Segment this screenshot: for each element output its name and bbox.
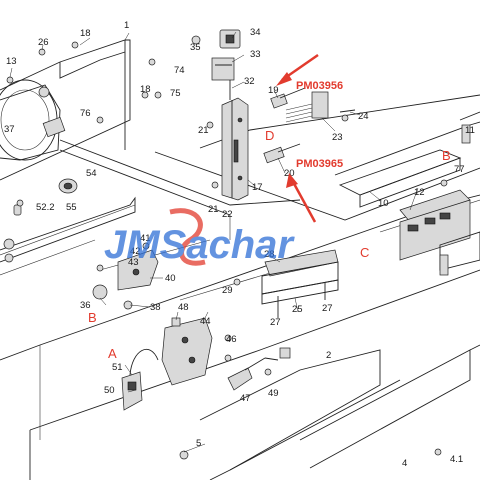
top-switch-parts: [191, 29, 241, 100]
part-label: 49: [268, 388, 279, 399]
part-label: 52.2: [36, 202, 55, 213]
callout-pm03956: PM03956: [296, 80, 343, 92]
part-label: 74: [174, 65, 185, 76]
part-label: 11: [465, 125, 475, 136]
part-label: 4.1: [450, 454, 463, 465]
part-label: 22: [222, 209, 233, 220]
part-label: 17: [252, 182, 263, 193]
part-label: 50: [104, 385, 115, 396]
bracket-44: [161, 317, 232, 386]
part-label: 21: [208, 204, 219, 215]
part-label: 10: [378, 198, 389, 209]
part-label: 44: [200, 316, 211, 327]
part-label: 1: [124, 20, 129, 31]
part-label: 38: [150, 302, 161, 313]
part-label: 36: [80, 300, 91, 311]
part-label: 40: [165, 273, 176, 284]
part-label: 41: [140, 233, 151, 244]
part-label: 24: [358, 111, 369, 122]
letter-d: D: [265, 128, 274, 143]
part-label: 42: [130, 246, 141, 257]
part-label: 47: [240, 393, 251, 404]
part-label: 23: [332, 132, 343, 143]
callout-arrows: [276, 53, 319, 223]
part-label: 27: [270, 317, 281, 328]
part-label: 13: [6, 56, 17, 67]
part-number-labels: 1 2 4 4.1 5 11 12 13 17 18 18 19 20 21 2…: [4, 20, 475, 469]
part-label: 2: [326, 350, 331, 361]
letter-a: A: [108, 346, 117, 361]
screws: [6, 41, 442, 460]
part-label: 32: [244, 76, 255, 87]
part-label: 33: [250, 49, 261, 60]
part-label: 5: [196, 438, 201, 449]
part-label: 27: [322, 303, 333, 314]
part-label: 55: [66, 202, 77, 213]
part-label: 29: [222, 285, 233, 296]
letter-b-right: B: [442, 148, 451, 163]
vertical-bracket: [221, 97, 249, 201]
part-label: 35: [190, 42, 201, 53]
carriage-part: [233, 249, 339, 318]
part-label: 51: [112, 362, 123, 373]
callout-pm03965: PM03965: [296, 158, 343, 170]
part-label: 54: [86, 168, 97, 179]
right-parts: [338, 124, 480, 276]
lever-47: [227, 347, 291, 391]
part-label: 37: [4, 124, 15, 135]
part-label: 76: [80, 108, 91, 119]
leader-lines: [9, 31, 419, 453]
part-label: 12: [414, 187, 425, 198]
part-label: 18: [80, 28, 91, 39]
part-label: 21: [198, 125, 209, 136]
part-label: 77: [454, 164, 465, 175]
part-label: 4: [402, 458, 407, 469]
part-label: 46: [226, 334, 237, 345]
part-label: 19: [268, 85, 279, 96]
part-label: 34: [250, 27, 261, 38]
letter-c: C: [360, 245, 369, 260]
sensor-parts: [263, 87, 356, 164]
gear-assembly: [0, 79, 78, 263]
part-label: 75: [170, 88, 181, 99]
part-label: 18: [140, 84, 151, 95]
part-label: 48: [178, 302, 189, 313]
part-label: 43: [128, 257, 139, 268]
sensor-50: [121, 348, 159, 411]
part-label: 28: [264, 249, 275, 260]
part-label: 25: [292, 304, 303, 315]
part-label: 26: [38, 37, 49, 48]
letter-b-left: B: [88, 310, 97, 325]
watermark-logo: JMSachar: [104, 208, 295, 267]
watermark-text: JMSachar: [104, 223, 295, 267]
